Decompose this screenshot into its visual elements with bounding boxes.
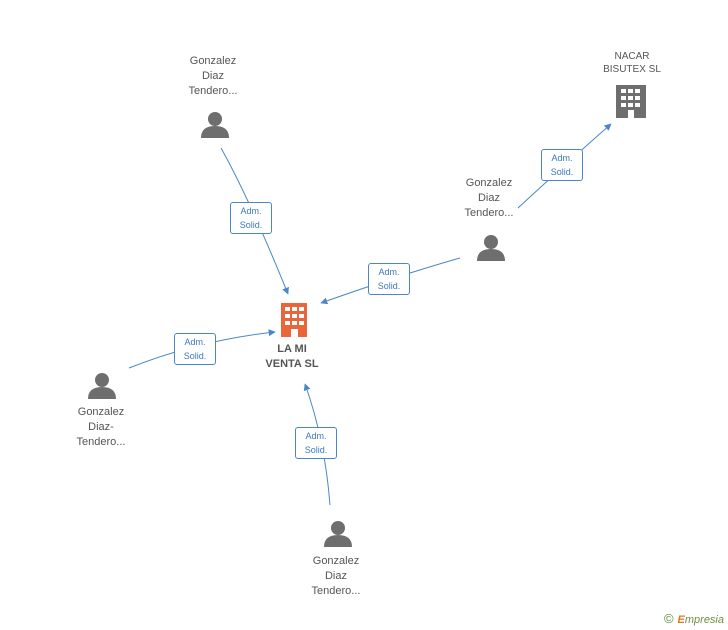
edge-label-person-left[interactable]: Adm. Solid. (174, 333, 216, 365)
edge-label-line2: Solid. (304, 445, 328, 455)
person-right-label-line2: Diaz (477, 192, 501, 204)
empresia-watermark: ©Empresia (664, 611, 724, 626)
person-top-label-line1: Gonzalez (189, 55, 237, 67)
person-left-label-line3: Tendero... (76, 436, 126, 448)
center-company-label[interactable]: LA MI VENTA SL (265, 342, 318, 372)
edge-label-line2: Solid. (377, 281, 401, 291)
edge-label-line1: Adm. (184, 337, 206, 347)
person-bottom-label-line2: Diaz (324, 570, 348, 582)
edge-label-person-top[interactable]: Adm. Solid. (230, 202, 272, 234)
edge-label-line2: Solid. (550, 167, 574, 177)
person-right-label-line1: Gonzalez (465, 177, 513, 189)
person-left-icon[interactable] (88, 373, 116, 399)
person-top-icon[interactable] (201, 112, 229, 138)
copyright-icon: © (663, 611, 674, 626)
edge-label-person-right[interactable]: Adm. Solid. (368, 263, 410, 295)
person-top-label-line2: Diaz (201, 70, 225, 82)
person-bottom-label-line1: Gonzalez (312, 555, 360, 567)
edge-label-line2: Solid. (239, 220, 263, 230)
company-nacar-label-line1: NACAR (614, 51, 650, 62)
person-left-label-line1: Gonzalez (77, 406, 125, 418)
person-left-label-line2: Diaz- (88, 421, 114, 433)
company-nacar-label[interactable]: NACAR BISUTEX SL (603, 50, 661, 76)
brand-initial: E (677, 614, 685, 626)
person-bottom-label-line3: Tendero... (311, 585, 361, 597)
person-bottom-label[interactable]: Gonzalez Diaz Tendero... (312, 554, 361, 599)
center-company-label-line1: LA MI (277, 343, 307, 355)
person-bottom-icon[interactable] (324, 521, 352, 547)
person-right-label[interactable]: Gonzalez Diaz Tendero... (465, 176, 514, 221)
person-left-label[interactable]: Gonzalez Diaz- Tendero... (77, 405, 126, 450)
edge-label-company-nacar[interactable]: Adm. Solid. (541, 149, 583, 181)
person-right-label-line3: Tendero... (464, 207, 514, 219)
brand-name: mpresia (684, 614, 724, 626)
edge-label-line1: Adm. (551, 153, 573, 163)
center-company-building-icon[interactable] (281, 303, 307, 337)
edge-label-line1: Adm. (305, 431, 327, 441)
person-right-icon[interactable] (477, 235, 505, 261)
company-nacar-label-line2: BISUTEX SL (603, 64, 661, 75)
person-top-label-line3: Tendero... (188, 85, 238, 97)
edge-label-line1: Adm. (240, 206, 262, 216)
edge-label-line1: Adm. (378, 267, 400, 277)
nacar-company-building-icon[interactable] (616, 85, 646, 118)
edge-label-line2: Solid. (183, 351, 207, 361)
center-company-label-line2: VENTA SL (265, 358, 319, 370)
person-top-label[interactable]: Gonzalez Diaz Tendero... (189, 54, 238, 99)
edge-label-person-bottom[interactable]: Adm. Solid. (295, 427, 337, 459)
